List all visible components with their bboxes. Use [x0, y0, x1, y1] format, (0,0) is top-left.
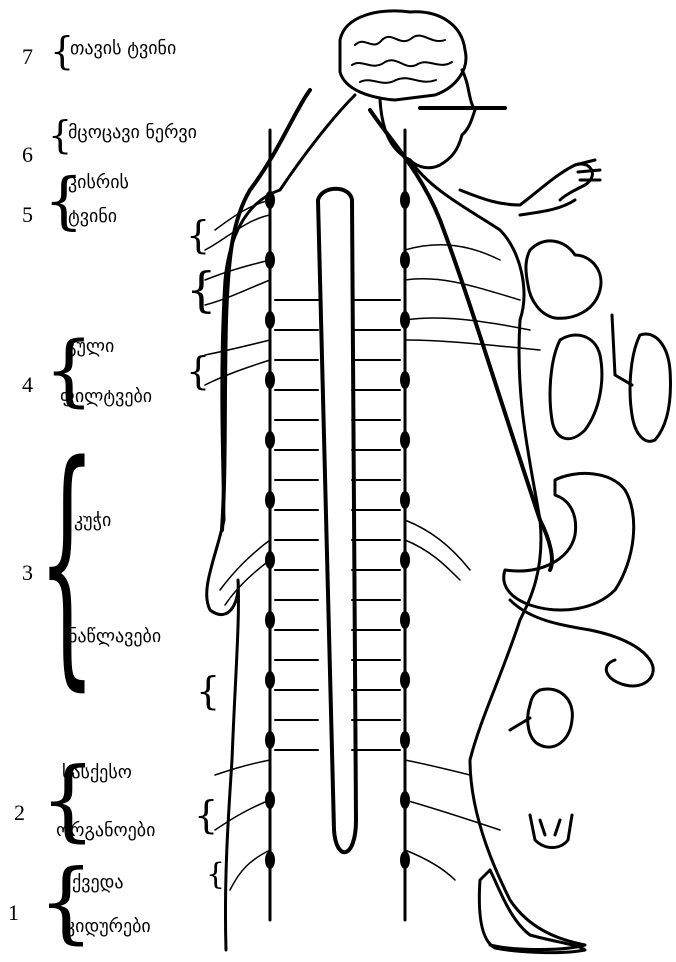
section-number: 5 [22, 202, 33, 228]
section-label: სასქესო [62, 762, 132, 783]
side-brace: { [206, 860, 225, 890]
section-label: თავის ტვინი [70, 38, 176, 59]
bladder-drawing [530, 815, 572, 848]
section-number: 4 [22, 372, 33, 398]
section-label: კიდურები [66, 916, 151, 937]
brace: { [38, 432, 96, 692]
intestine-drawing [510, 600, 653, 686]
body-outline [207, 95, 585, 950]
spinal-cord [318, 189, 356, 852]
heart-drawing [526, 241, 601, 318]
section-number: 3 [22, 560, 33, 586]
stomach-drawing [504, 473, 634, 610]
lungs-drawing [550, 315, 670, 441]
side-brace: { [196, 672, 220, 710]
nerve-branches [205, 200, 540, 890]
kidney-drawing [510, 689, 572, 747]
section-number: 1 [8, 900, 19, 926]
brain-drawing [340, 11, 505, 168]
arm-hand-drawing [460, 160, 600, 215]
side-brace: { [186, 266, 217, 314]
section-label: ტვინი [68, 206, 117, 227]
vagus-nerve [222, 90, 310, 530]
section-label: ქვედა [72, 872, 123, 893]
section-number: 6 [22, 142, 33, 168]
section-label: ნაწლავები [68, 626, 161, 647]
section-number: 2 [14, 800, 25, 826]
vagus-nerve-right [370, 110, 552, 570]
side-brace: { [186, 216, 210, 254]
section-label: კუჭი [74, 510, 111, 531]
section-label: ორგანოები [56, 820, 155, 841]
section-label: ფილტვები [60, 386, 152, 407]
section-label: კისრის [68, 172, 129, 193]
side-brace: { [194, 796, 218, 834]
section-number: 7 [22, 44, 33, 70]
section-label: მცოცავი ნერვი [68, 122, 197, 143]
section-label: გული [66, 336, 114, 357]
side-brace: { [186, 352, 210, 390]
